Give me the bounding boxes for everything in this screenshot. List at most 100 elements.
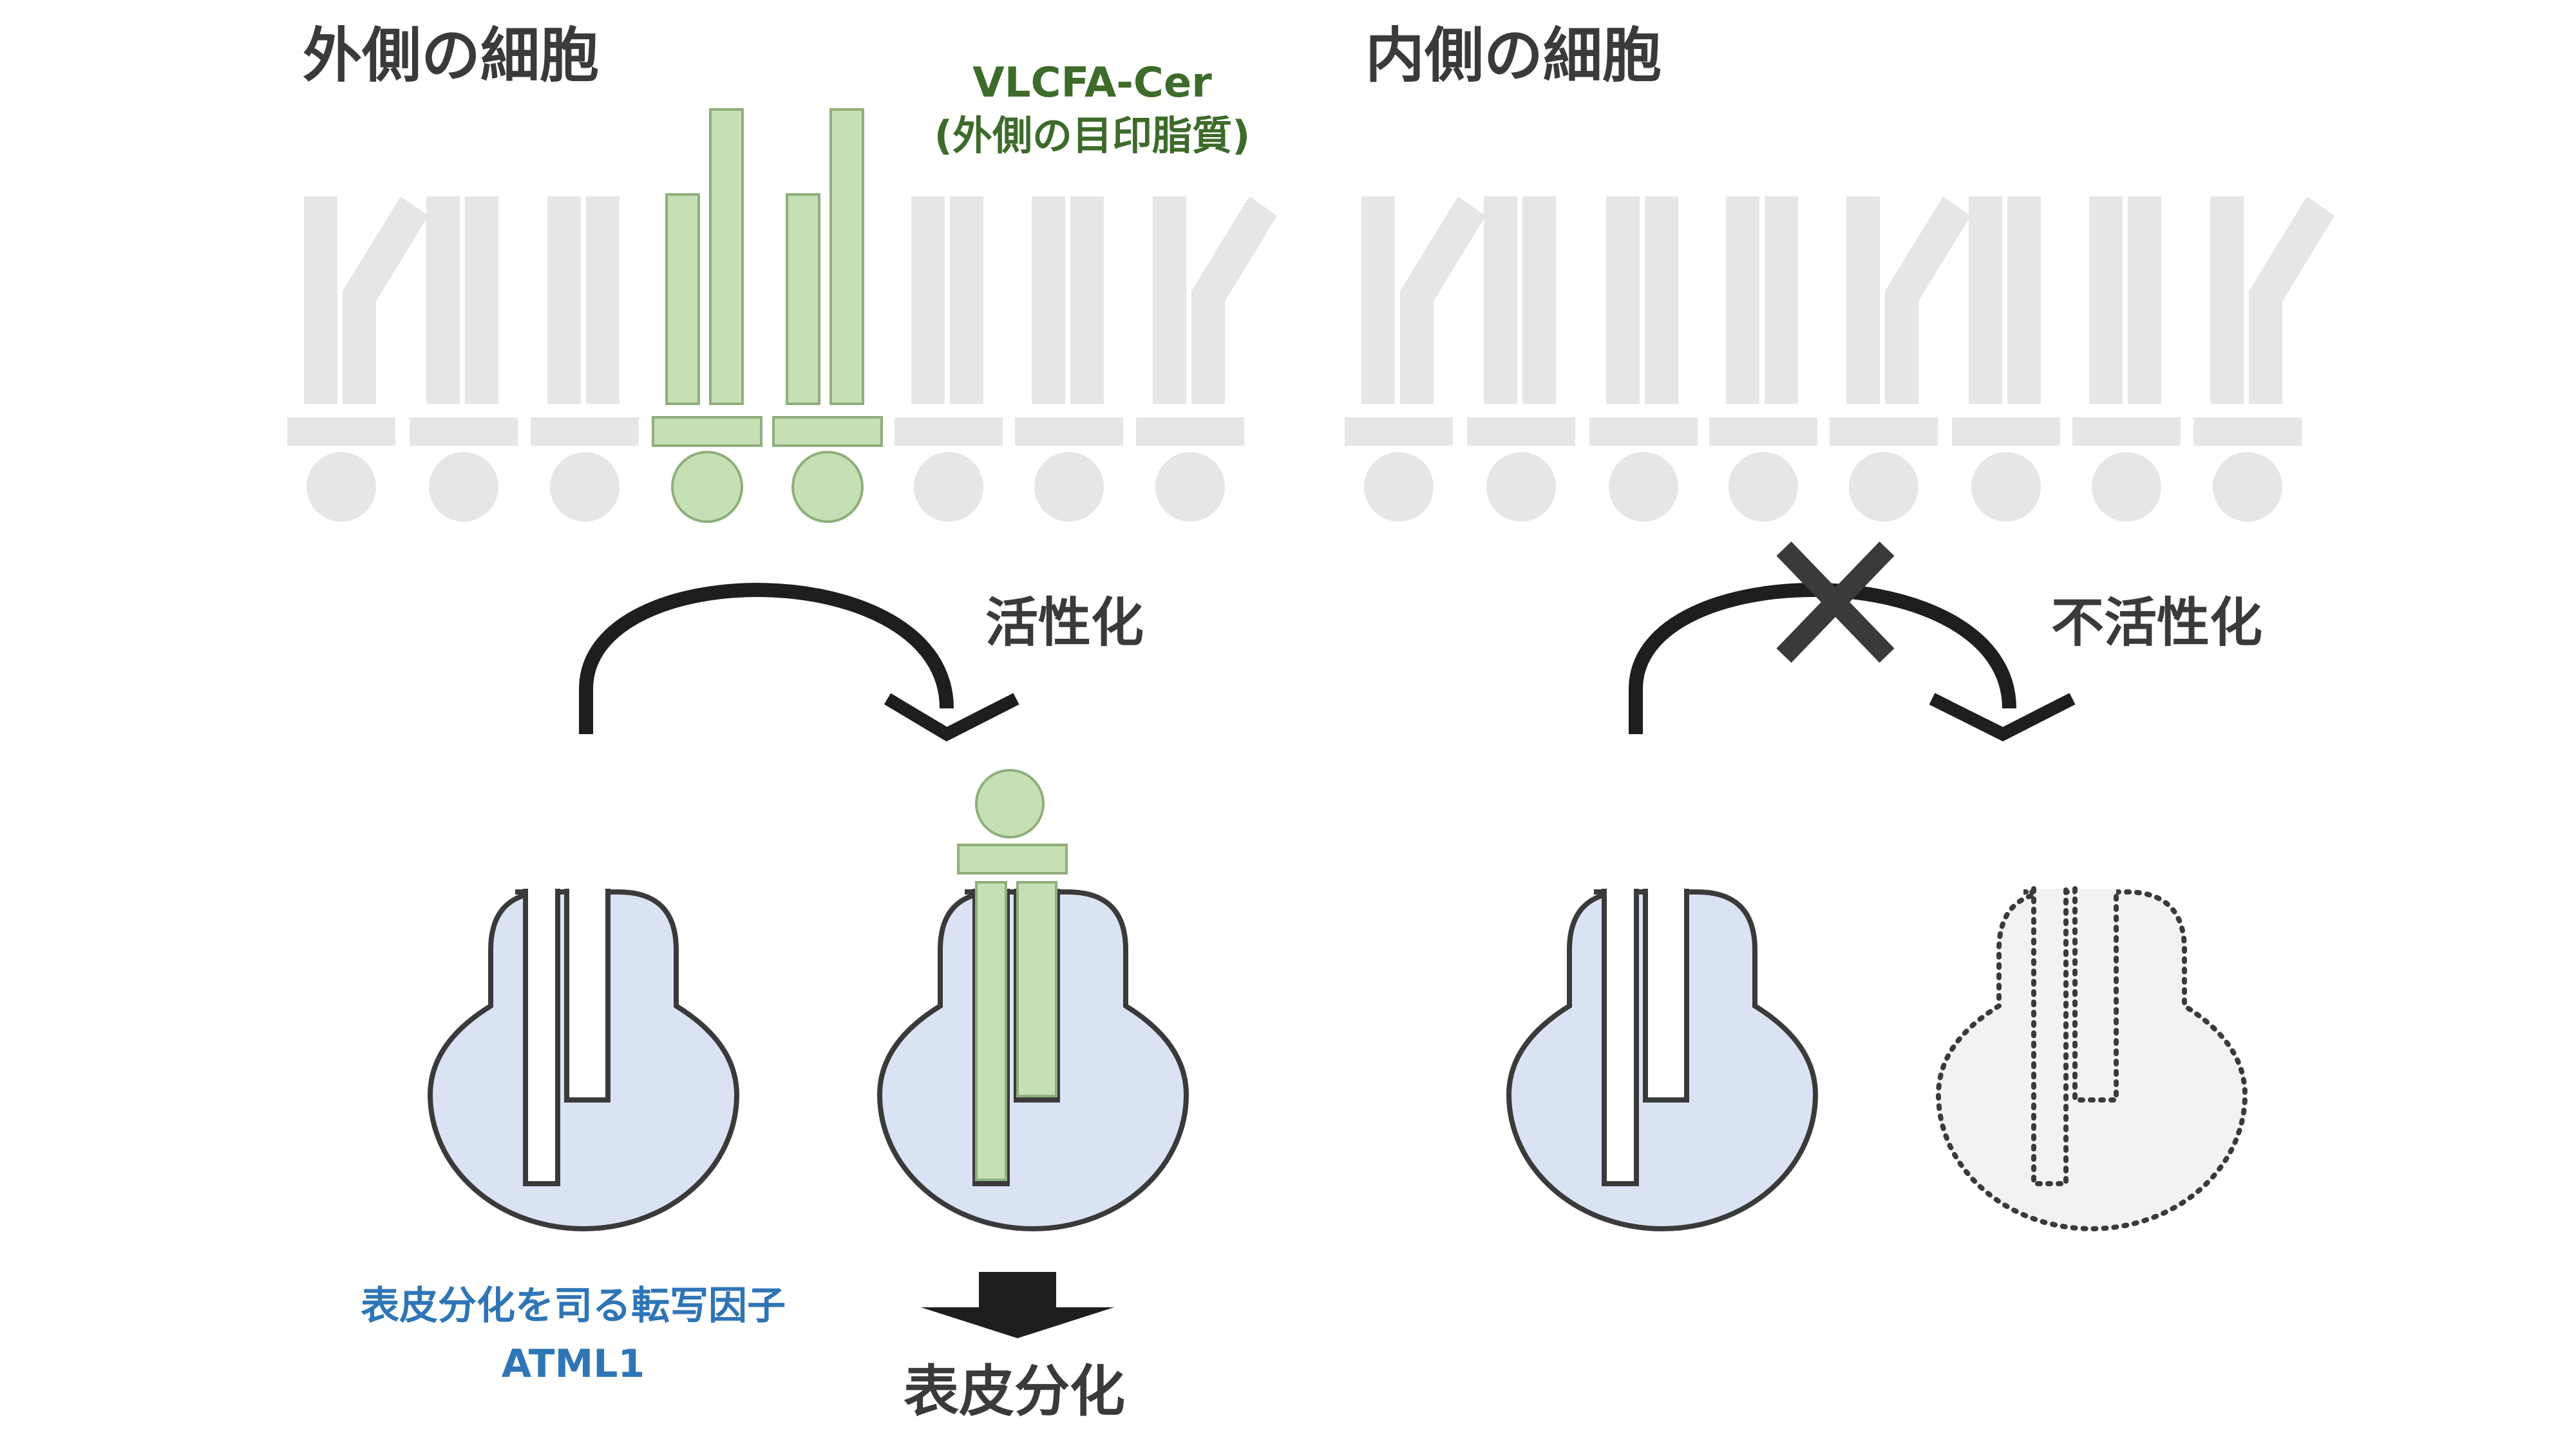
lipid-glycerol bbox=[1345, 417, 1453, 446]
vlcfa-cer-linker bbox=[652, 416, 762, 447]
atml1-binding-pocket bbox=[523, 889, 611, 1186]
membrane-lipid bbox=[1345, 196, 1486, 522]
lipid-tail bbox=[1153, 196, 1186, 404]
bound-vlcfa-cer-head bbox=[975, 769, 1045, 838]
bound-vlcfa-cer bbox=[957, 769, 1068, 1181]
membrane-lipid bbox=[2193, 196, 2334, 522]
blocked-activation-arrow bbox=[1629, 541, 2076, 742]
lipid-head bbox=[1155, 452, 1225, 522]
lipid-glycerol bbox=[1467, 417, 1575, 446]
lipid-tail-kinked bbox=[1885, 196, 1971, 404]
lipid-glycerol bbox=[2072, 417, 2181, 446]
lipid-tail bbox=[1361, 196, 1395, 404]
lipid-glycerol bbox=[1136, 417, 1244, 446]
differentiation-arrow bbox=[921, 1272, 1114, 1338]
activation-arrow-curve bbox=[579, 583, 954, 734]
lipid-tail bbox=[465, 196, 498, 404]
lipid-head bbox=[1486, 452, 1556, 522]
atml1-protein-unbound bbox=[427, 889, 740, 1231]
lipid-tail bbox=[1522, 196, 1556, 404]
block-x-icon bbox=[1776, 541, 1895, 663]
vlcfa-cer-linker bbox=[772, 416, 883, 447]
membrane-lipid bbox=[1015, 196, 1123, 522]
vlcfa-cer-tail-short bbox=[665, 193, 700, 405]
bound-vlcfa-cer-tail-long bbox=[975, 881, 1007, 1181]
lipid-head bbox=[2213, 452, 2282, 522]
lipid-glycerol bbox=[531, 417, 639, 446]
lipid-head bbox=[550, 452, 620, 522]
lipid-glycerol bbox=[410, 417, 518, 446]
lipid-tail bbox=[2210, 196, 2244, 404]
lipid-tail bbox=[1484, 196, 1517, 404]
lipid-tail-kinked bbox=[343, 196, 428, 404]
bound-vlcfa-cer-linker bbox=[957, 844, 1068, 875]
bound-vlcfa-cer-tail-short bbox=[1016, 881, 1057, 1097]
membrane-lipid bbox=[1952, 196, 2060, 522]
inactivation-label: 不活性化 bbox=[2051, 592, 2262, 654]
lipid-tail-kinked bbox=[2249, 196, 2334, 404]
lipid-head bbox=[1609, 452, 1678, 522]
lipid-tail bbox=[1645, 196, 1678, 404]
atml1-protein-inner bbox=[1506, 889, 1819, 1231]
lipid-glycerol bbox=[1589, 417, 1698, 446]
differentiation-outcome: 表皮分化 bbox=[904, 1359, 1125, 1424]
inner-cell-membrane bbox=[1345, 196, 2334, 522]
activation-arrow bbox=[579, 583, 1019, 742]
lipid-glycerol bbox=[287, 417, 395, 446]
vlcfa-cer-description: (外側の目印脂質) bbox=[934, 112, 1251, 159]
vlcfa-cer-tail-long bbox=[709, 108, 744, 405]
lipid-tail bbox=[1032, 196, 1065, 404]
lipid-tail bbox=[2089, 196, 2123, 404]
lipid-glycerol bbox=[1830, 417, 1938, 446]
lipid-tail bbox=[426, 196, 460, 404]
lipid-head bbox=[1971, 452, 2041, 522]
lipid-head bbox=[2092, 452, 2161, 522]
lipid-tail bbox=[1846, 196, 1880, 404]
lipid-head bbox=[1849, 452, 1918, 522]
outer-cell-membrane bbox=[287, 108, 1277, 523]
lipid-tail bbox=[1070, 196, 1104, 404]
membrane-lipid bbox=[895, 196, 1003, 522]
membrane-lipid bbox=[1589, 196, 1698, 522]
lipid-tail bbox=[586, 196, 620, 404]
lipid-glycerol bbox=[1709, 417, 1817, 446]
lipid-head bbox=[1364, 452, 1434, 522]
lipid-tail-kinked bbox=[1400, 196, 1486, 404]
lipid-tail-kinked bbox=[1191, 196, 1277, 404]
inner-cell-title: 内側の細胞 bbox=[1365, 21, 1662, 90]
vlcfa-cer-head bbox=[791, 451, 864, 523]
lipid-tail bbox=[1969, 196, 2002, 404]
lipid-tail bbox=[2128, 196, 2161, 404]
activation-arrow-head bbox=[884, 693, 1019, 742]
membrane-lipid bbox=[287, 196, 428, 522]
vlcfa-cer bbox=[652, 108, 762, 523]
vlcfa-cer-tail-long bbox=[829, 108, 864, 405]
tf-description: 表皮分化を司る転写因子 bbox=[361, 1283, 786, 1329]
lipid-head bbox=[914, 452, 983, 522]
membrane-lipid bbox=[531, 196, 639, 522]
tf-name: ATML1 bbox=[502, 1341, 645, 1387]
atml1-protein-bound bbox=[876, 769, 1189, 1231]
membrane-lipid bbox=[1709, 196, 1817, 522]
activation-label: 活性化 bbox=[985, 592, 1144, 654]
lipid-tail bbox=[2007, 196, 2041, 404]
lipid-tail bbox=[1765, 196, 1798, 404]
lipid-glycerol bbox=[2193, 417, 2302, 446]
lipid-tail bbox=[950, 196, 983, 404]
lipid-tail bbox=[1606, 196, 1640, 404]
lipid-glycerol bbox=[1015, 417, 1123, 446]
lipid-head bbox=[1728, 452, 1798, 522]
lipid-head bbox=[1034, 452, 1104, 522]
membrane-lipid bbox=[1136, 196, 1277, 522]
membrane-lipid bbox=[1830, 196, 1971, 522]
lipid-tail bbox=[547, 196, 581, 404]
lipid-head bbox=[307, 452, 376, 522]
lipid-tail bbox=[1726, 196, 1759, 404]
outer-cell-title: 外側の細胞 bbox=[303, 21, 599, 90]
lipid-tail bbox=[304, 196, 337, 404]
lipid-glycerol bbox=[1952, 417, 2060, 446]
membrane-lipid bbox=[410, 196, 518, 522]
atml1-protein-inactive bbox=[1935, 886, 2248, 1231]
blocked-arrow-head bbox=[1929, 693, 2076, 742]
